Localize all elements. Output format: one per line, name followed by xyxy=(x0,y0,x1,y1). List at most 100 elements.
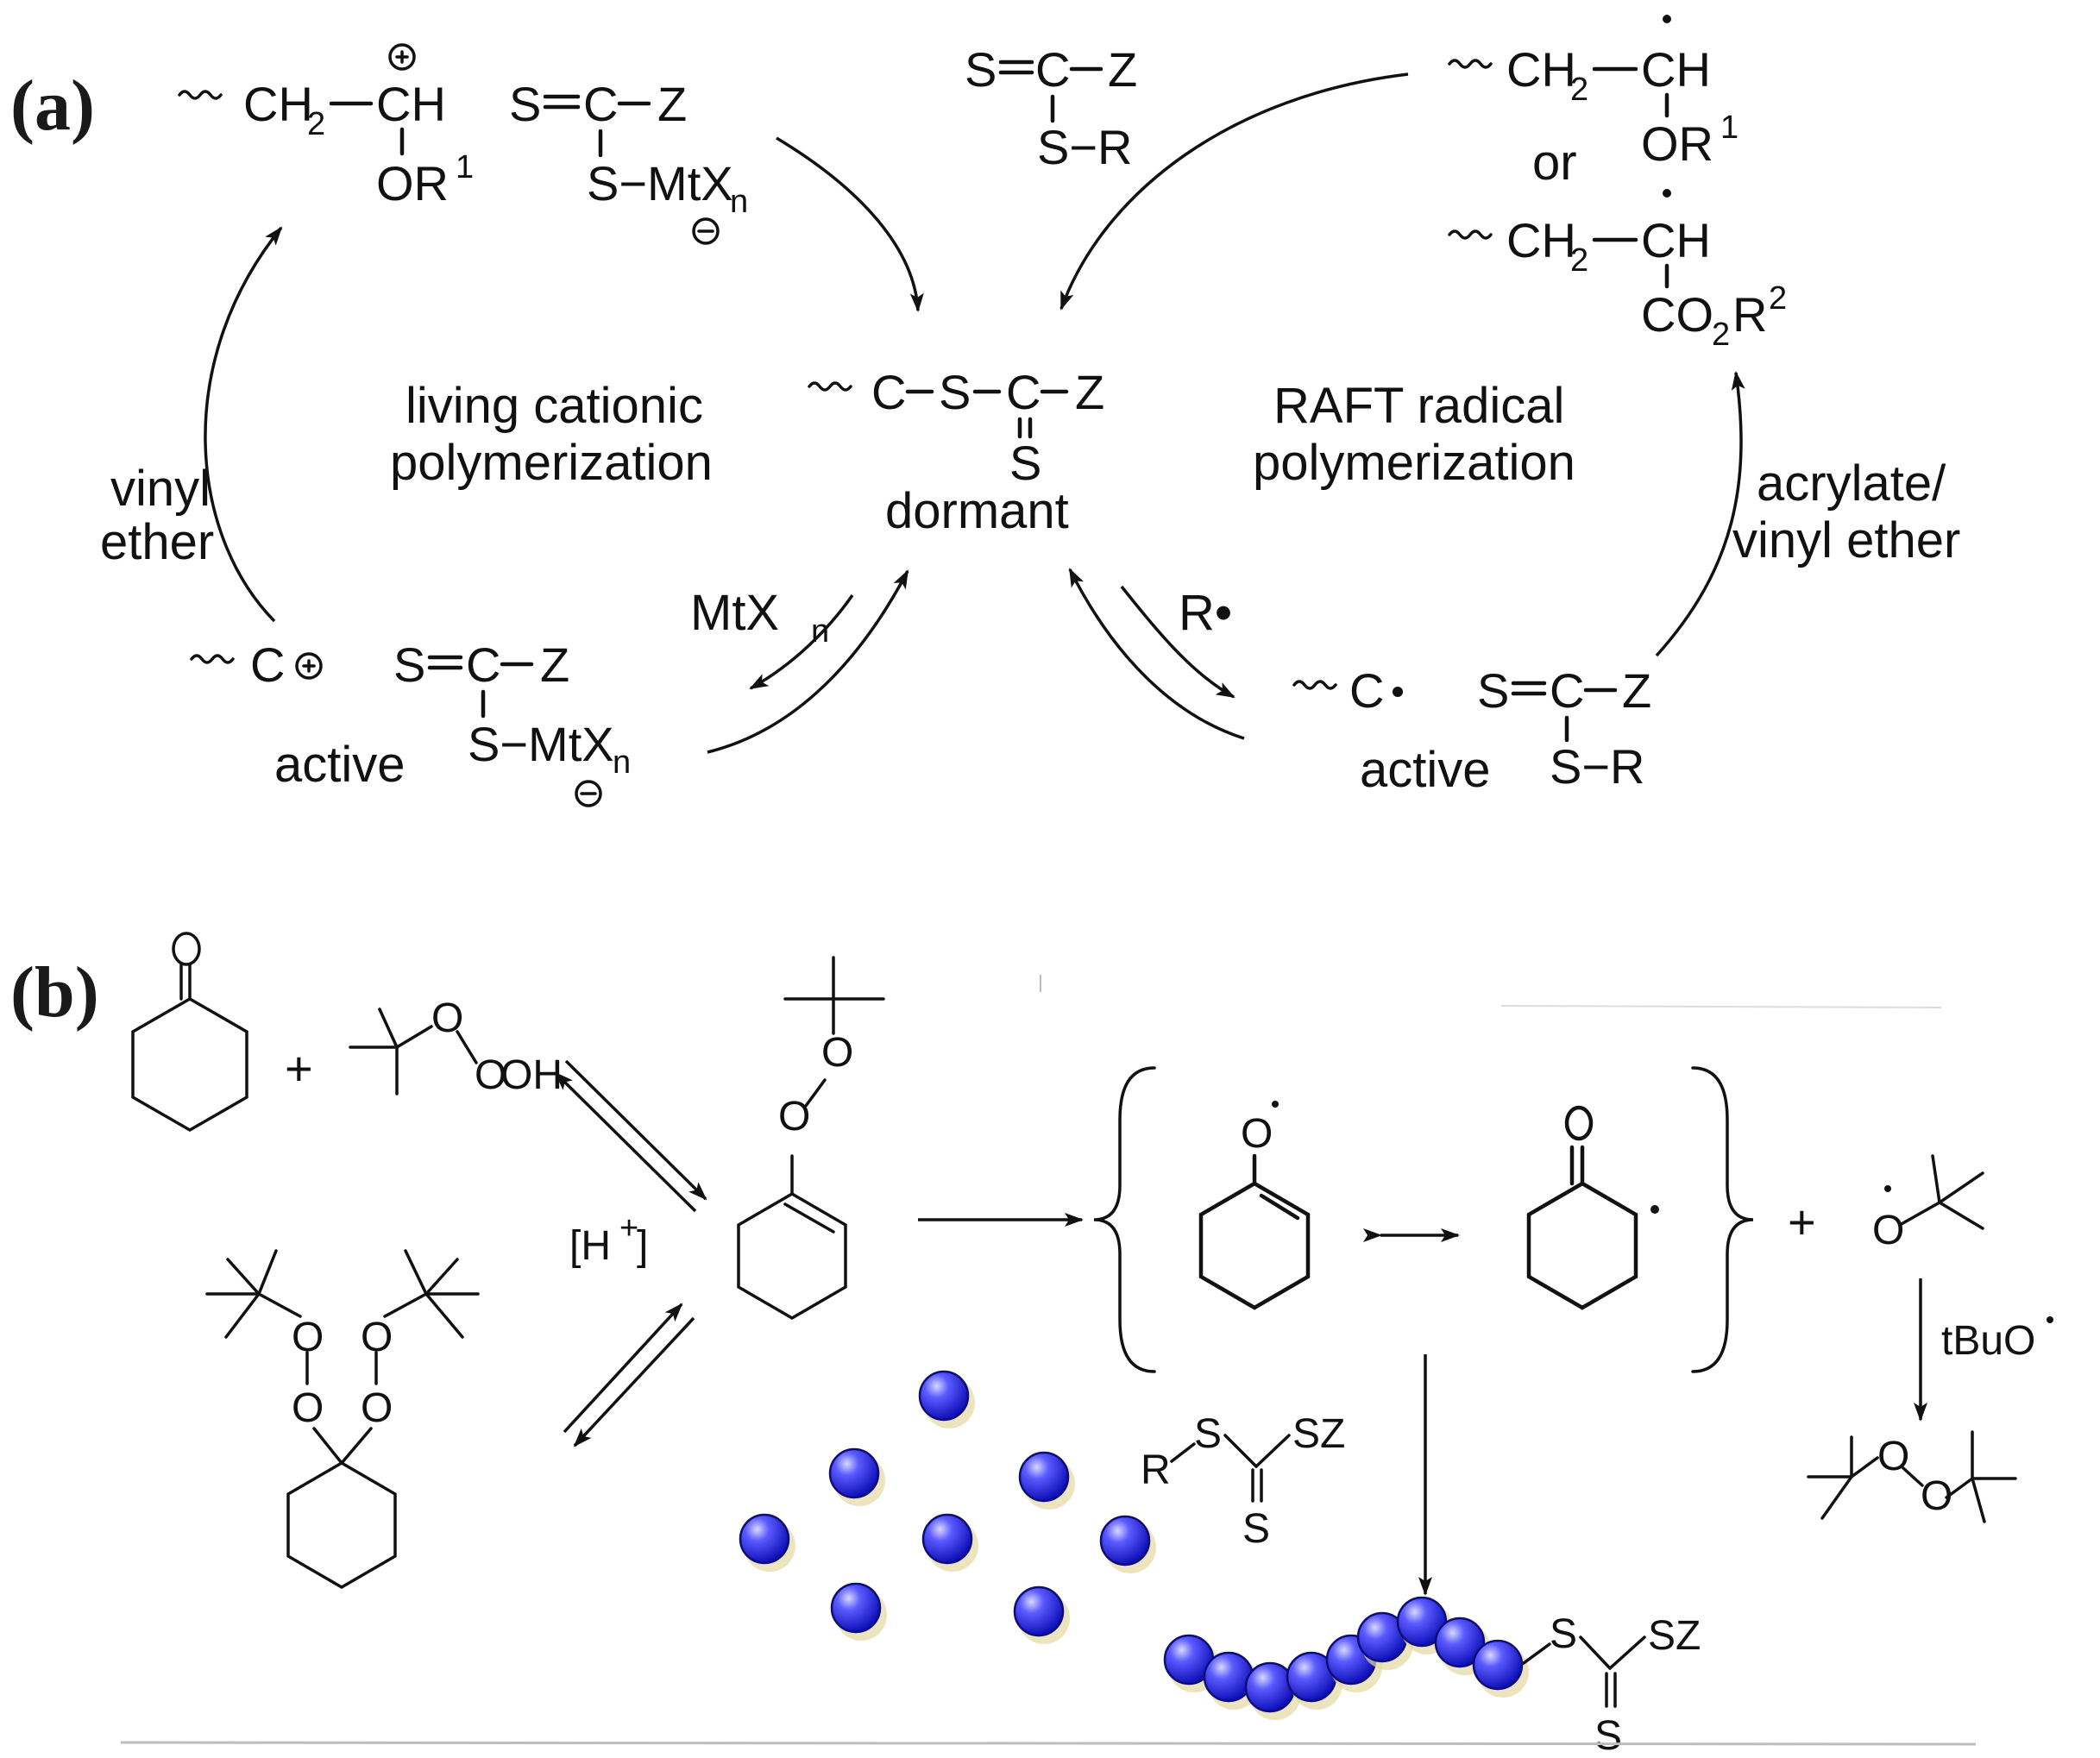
svg-text:[H: [H xyxy=(569,1223,611,1269)
svg-text:+: + xyxy=(619,1210,638,1246)
svg-text:O: O xyxy=(1872,1208,1904,1253)
polymerization-label-left: polymerization xyxy=(390,435,713,491)
panel-a-arrows xyxy=(204,72,1745,754)
svg-text:n: n xyxy=(613,744,631,781)
plus-sign-2: + xyxy=(1788,1195,1816,1249)
svg-text:O: O xyxy=(821,1030,853,1076)
svg-text:Z: Z xyxy=(1622,663,1651,718)
plus-sign-1: + xyxy=(285,1041,313,1096)
cationic-chain-end: CH 2 CH OR 1 xyxy=(178,43,474,210)
plus-charge-icon xyxy=(388,43,416,71)
svg-text:C: C xyxy=(466,637,500,692)
svg-text:MtX: MtX xyxy=(690,585,779,641)
subscript-n: n xyxy=(730,184,748,220)
monomer-bead xyxy=(921,1513,980,1573)
ether-label: ether xyxy=(100,514,214,570)
svg-text:O: O xyxy=(1241,1111,1273,1157)
svg-text:S: S xyxy=(1594,1713,1622,1758)
svg-text:S: S xyxy=(1009,436,1041,490)
sup-1: 1 xyxy=(456,149,474,185)
svg-text:O: O xyxy=(361,1315,393,1360)
ch2-text: CH xyxy=(243,77,313,131)
equilibrium-arrows-2 xyxy=(563,1303,695,1447)
h-catalyst-label: [H + ] xyxy=(569,1210,648,1269)
svg-text:S: S xyxy=(1550,1611,1577,1657)
mtxn-reagent-label: MtX n xyxy=(690,585,829,650)
raft-cta: R S SZ S xyxy=(1141,1411,1345,1552)
di-tert-butyl-peroxide: O O xyxy=(1807,1430,2017,1523)
peroxy-enol-ether: O O xyxy=(737,956,885,1321)
svg-text:C: C xyxy=(1006,365,1041,419)
svg-text:CH: CH xyxy=(1506,213,1576,267)
svg-text:CH: CH xyxy=(1641,42,1711,97)
svg-text:S−MtX: S−MtX xyxy=(468,717,614,771)
monomer-bead xyxy=(1099,1515,1158,1575)
svg-text:S: S xyxy=(1477,663,1509,718)
polymerization-label-right: polymerization xyxy=(1253,435,1575,491)
svg-text:CH: CH xyxy=(1641,213,1711,267)
svg-text:O: O xyxy=(475,1052,506,1098)
svg-text:2: 2 xyxy=(1769,280,1787,317)
radical-chain-ends: CH 2 CH OR 1 or CH 2 CH CO 2 R 2 xyxy=(1448,15,1787,353)
baseline xyxy=(120,1741,1977,1746)
or1-text: OR xyxy=(376,156,449,210)
or-text: or xyxy=(1532,135,1577,191)
active-cation: C S C Z S−MtX n active xyxy=(190,637,631,807)
svg-text:C: C xyxy=(1035,42,1070,97)
svg-text:n: n xyxy=(811,613,829,650)
svg-text:SZ: SZ xyxy=(1292,1411,1345,1457)
dormant-species: C S C Z S dormant xyxy=(808,365,1104,539)
s-text: S xyxy=(509,77,541,131)
panel-b-label: (b) xyxy=(10,952,99,1033)
svg-text:O: O xyxy=(778,1094,810,1140)
radical-dot-icon xyxy=(1663,15,1671,23)
svg-text:O: O xyxy=(361,1385,393,1431)
monomer-beads xyxy=(739,1370,1158,1646)
svg-text:S: S xyxy=(393,637,425,692)
equilibrium-arrows-1 xyxy=(554,1059,707,1213)
counter-anion-top: S C Z S−MtX n xyxy=(509,77,748,245)
right-brace xyxy=(1691,1066,1754,1373)
svg-text:S: S xyxy=(1194,1411,1222,1457)
monomer-bead xyxy=(918,1370,977,1430)
svg-text:Z: Z xyxy=(540,637,569,692)
oh-text: OH xyxy=(500,1052,563,1098)
svg-text:R: R xyxy=(1141,1447,1171,1493)
monomer-bead xyxy=(830,1582,889,1642)
svg-text:Z: Z xyxy=(1108,42,1137,97)
svg-text:S: S xyxy=(965,42,997,97)
active-label-right: active xyxy=(1360,742,1491,798)
enoxy-radical: O xyxy=(1198,1101,1311,1310)
active-radical: C S C Z S−R active xyxy=(1292,663,1651,798)
svg-text:O: O xyxy=(1877,1434,1909,1479)
monomer-bead xyxy=(1013,1585,1072,1646)
acrylate-label: acrylate/ xyxy=(1757,455,1946,512)
svg-text:S: S xyxy=(1242,1506,1270,1552)
s-r-text: S−R xyxy=(1037,120,1133,174)
monomer-bead xyxy=(739,1513,797,1573)
oxygen-atom xyxy=(172,932,201,966)
diperoxy-ketal: O O O O xyxy=(205,1249,480,1590)
svg-text:S−R: S−R xyxy=(1550,739,1645,794)
panel-a-label: (a) xyxy=(10,66,95,146)
svg-text:Z: Z xyxy=(1075,365,1104,419)
svg-text:2: 2 xyxy=(1570,72,1588,108)
tbuo-label: tBuO xyxy=(1941,1316,2053,1364)
svg-text:tBuO: tBuO xyxy=(1941,1318,2035,1364)
cyclohexanone xyxy=(131,932,248,1133)
raft-radical-label: RAFT radical xyxy=(1273,378,1564,434)
tert-butoxy-radical: O xyxy=(1872,1154,1984,1253)
svg-text:2: 2 xyxy=(1570,242,1588,279)
svg-text:C: C xyxy=(1349,663,1384,718)
left-brace xyxy=(1093,1066,1156,1373)
vinyl-label: vinyl xyxy=(110,461,211,517)
svg-text:O: O xyxy=(292,1385,324,1431)
svg-text:O: O xyxy=(292,1315,324,1360)
s-mtx-text: S−MtX xyxy=(587,156,733,210)
svg-text:1: 1 xyxy=(1720,110,1738,146)
subscript-2: 2 xyxy=(307,106,325,142)
raft-agent-top: S C Z S−R xyxy=(965,42,1137,174)
tert-butyl-hydroperoxide: O O OH xyxy=(349,995,563,1098)
r-radical-label: R• xyxy=(1179,585,1232,641)
